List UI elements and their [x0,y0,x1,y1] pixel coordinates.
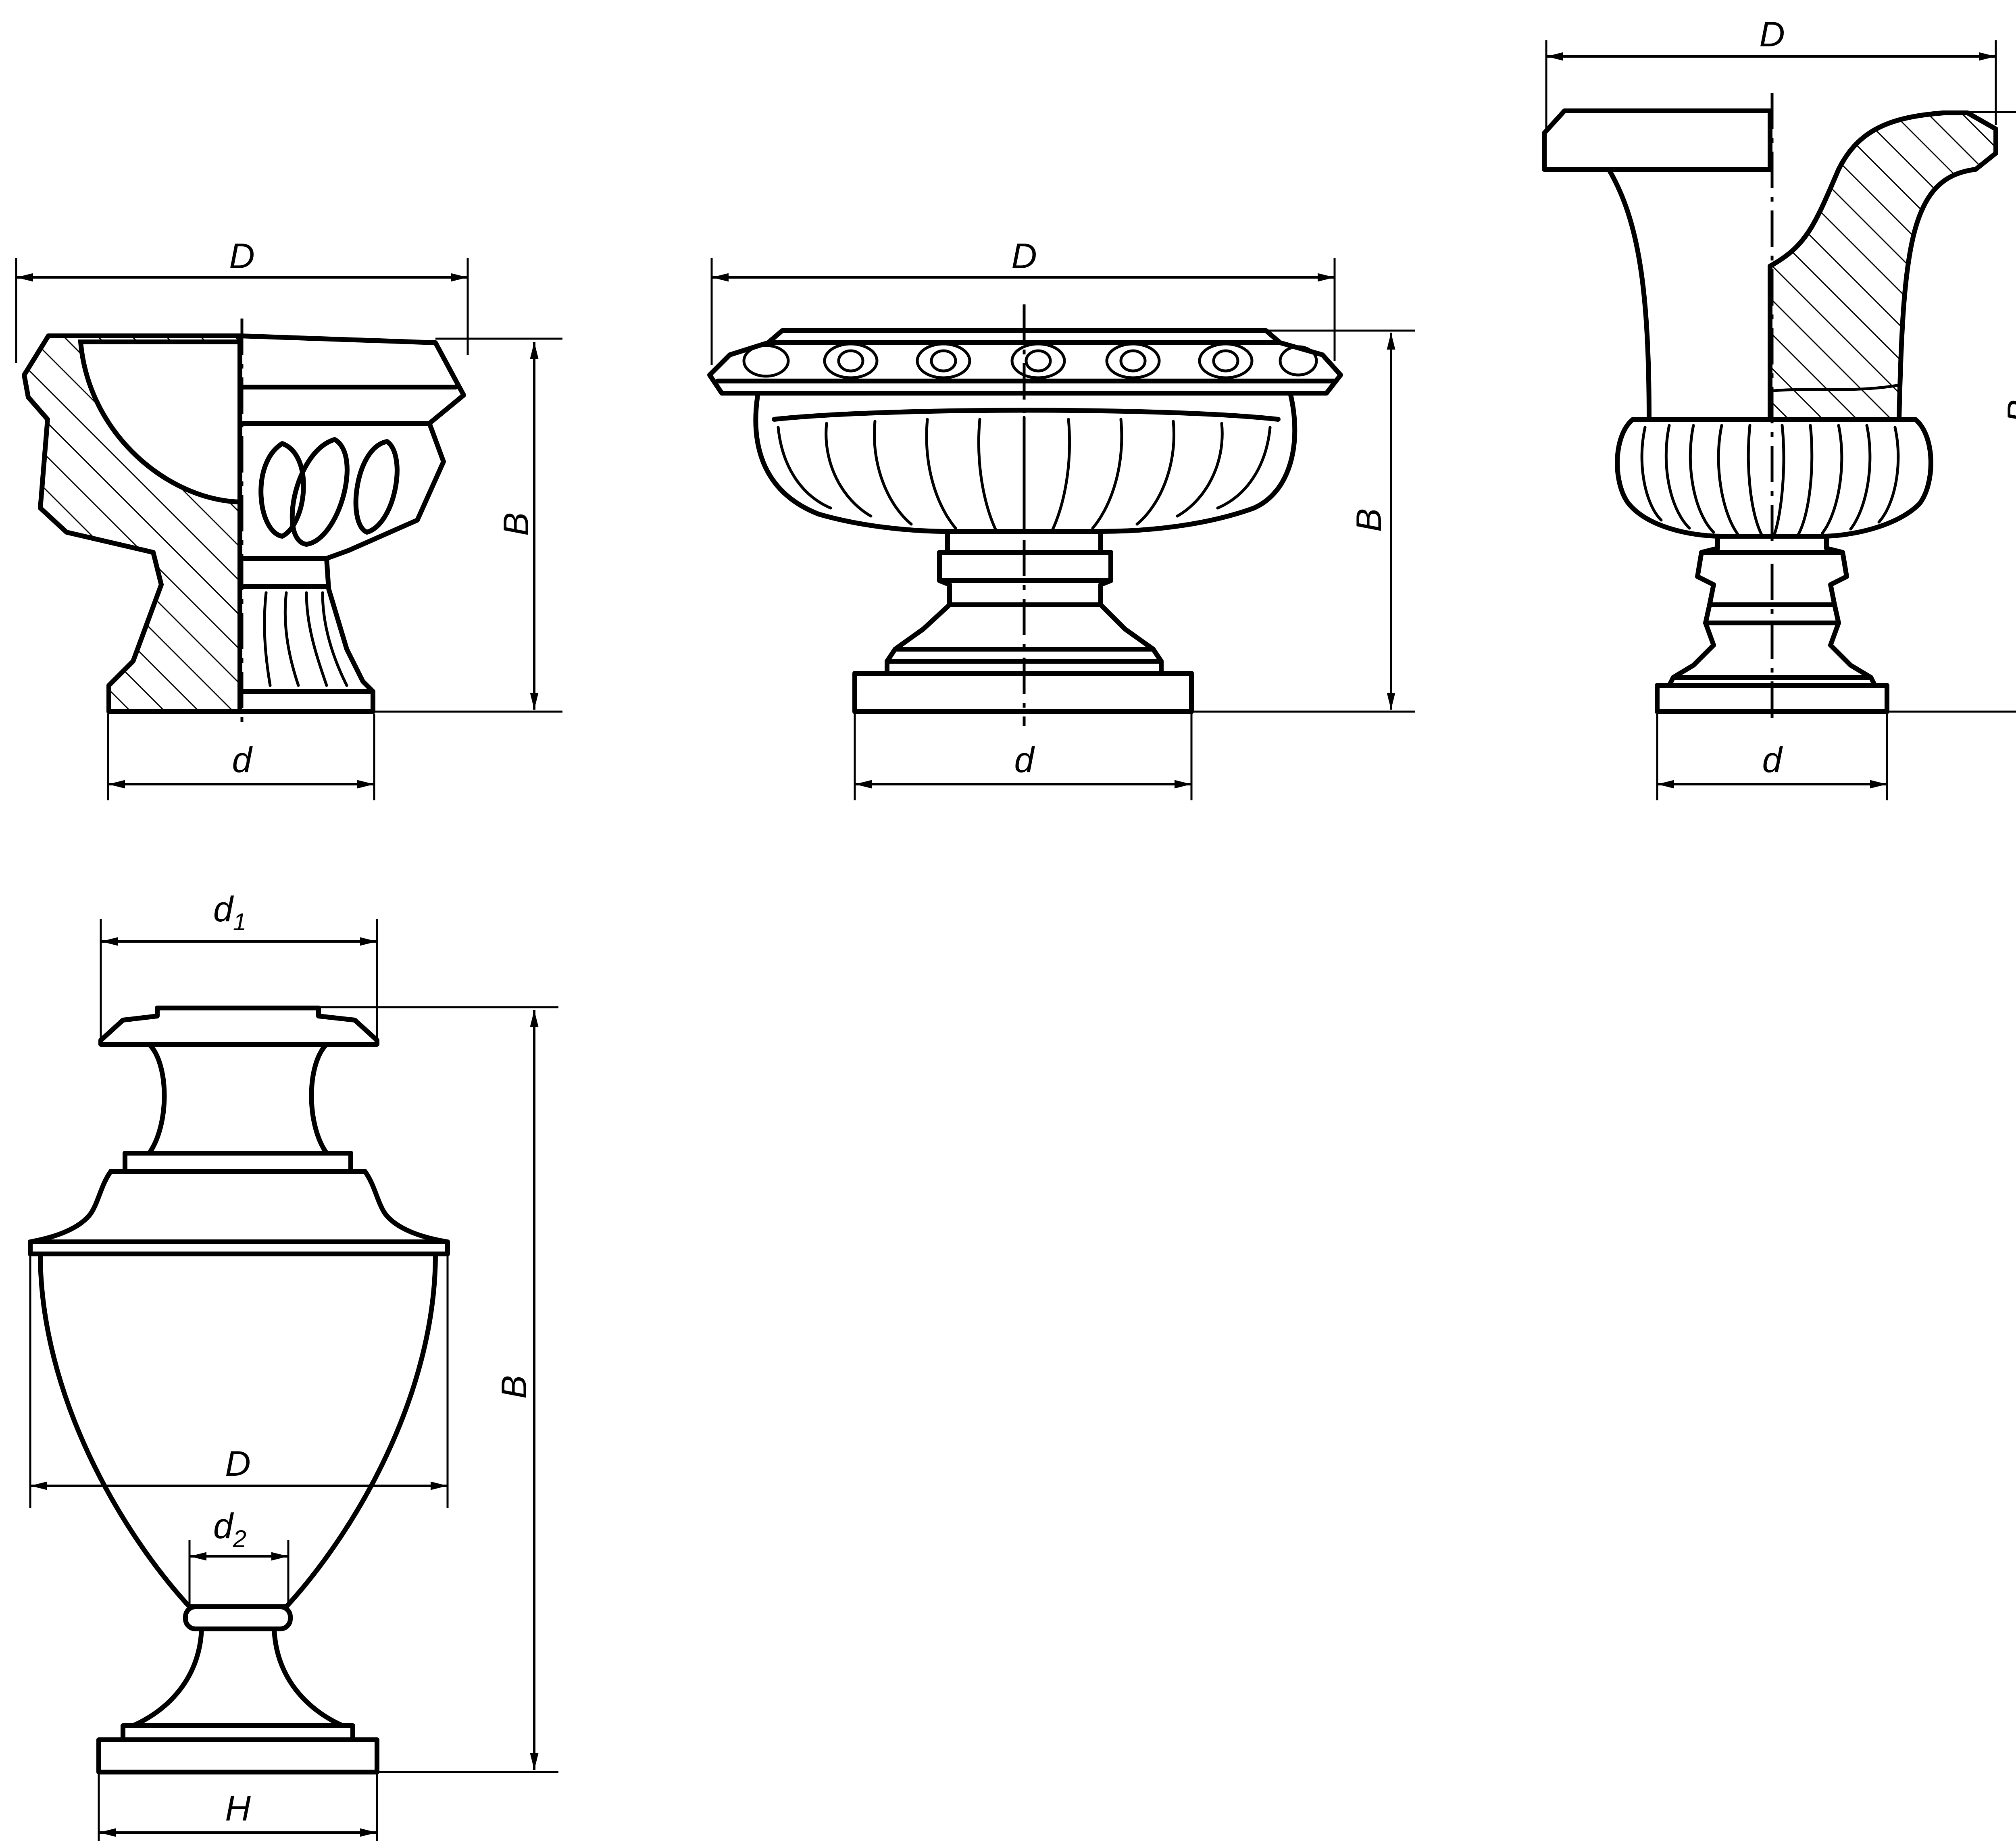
urn-1-label-d: d [232,740,253,780]
urn-3-cavity [1772,115,1943,266]
urn-1-elevation [237,333,466,714]
urn-3-label-d: d [1762,740,1783,780]
urn-4-label-d2-main: d [213,1506,234,1546]
urn-1: D B d [15,236,562,800]
urn-2-egg-dart [742,342,1318,379]
urn-4-outline [98,1006,379,1047]
urn-4-label-d1-sub: 1 [233,908,246,935]
urn-2-label-B: B [1349,508,1389,532]
urn-4-label-d1: d1 [213,889,246,935]
urn-3-label-B: B [2000,400,2016,423]
urn-3: D B d [1542,14,2016,800]
urn-1-flutes [263,591,348,687]
urn-2-label-d: d [1014,740,1035,780]
urn-4-label-d2-sub: 2 [233,1525,246,1552]
urn-4-label-d1-main: d [213,889,234,929]
urn-2-pedestal [852,529,1194,714]
urn-4-label-H: H [225,1788,251,1828]
urn-2-rim [707,328,1343,396]
urn-4: d1 B D d2 H [28,889,558,1841]
urn-4-label-d2: d2 [213,1506,246,1552]
urn-1-label-B: B [496,512,536,536]
urn-4-label-B: B [494,1375,534,1399]
urn-1-label-D: D [229,236,255,276]
urn-3-elevation [1542,108,1772,172]
urn-3-label-D: D [1759,14,1785,54]
urn-2-label-D: D [1011,236,1037,276]
urn-4-label-D: D [225,1443,251,1483]
urn-1-gadroons [258,437,400,547]
urn-4-neck-ring [183,1604,293,1631]
urn-4-body [38,1252,438,1609]
urn-3-gadroons [1640,424,1900,537]
urn-2: D B d [707,236,1415,800]
urn-4-plinth [96,1737,379,1774]
urn-1-cavity [78,339,242,505]
urn-3-bowl [1615,417,1933,539]
